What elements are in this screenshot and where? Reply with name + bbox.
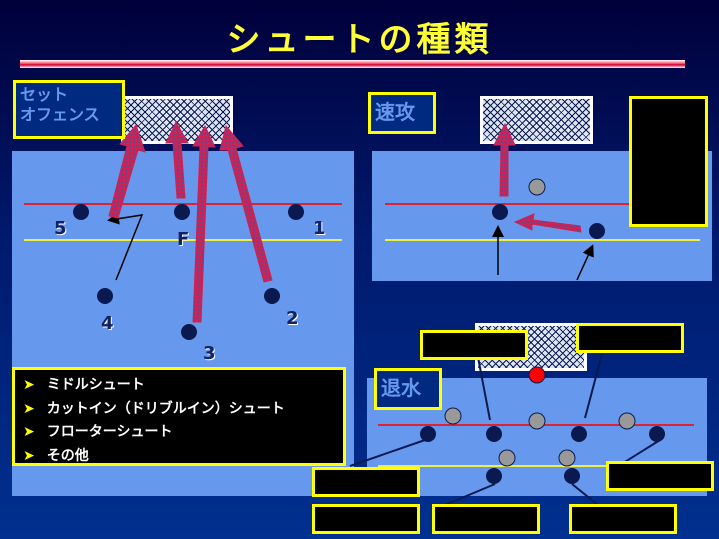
shot-arrow-2: [219, 124, 273, 283]
shot-arrow-3: [192, 124, 216, 323]
player-1: [288, 204, 304, 220]
label-retreat: 退水: [374, 368, 442, 410]
arrow-bullet-icon: ➤: [23, 400, 35, 417]
attacker-dark-5: [486, 468, 502, 484]
player-3: [181, 324, 197, 340]
defender-gray-5: [558, 449, 576, 467]
blank-box-bottom-1: [312, 504, 420, 534]
pass-line-4: [107, 212, 144, 281]
player-fast-wing: [589, 223, 605, 239]
player-2: [264, 288, 280, 304]
legend-item-label: フローターシュート: [46, 424, 173, 440]
blank-box-retreat-left: [312, 467, 420, 497]
connector-6: [571, 483, 599, 506]
shot-arrow-5: [108, 123, 146, 219]
connector-2: [584, 349, 604, 419]
defender-gray-2: [528, 412, 546, 430]
defender-gray-4: [498, 449, 516, 467]
player-number-F: F: [177, 229, 190, 250]
player-number-2: 2: [286, 308, 299, 329]
player-number-1: 1: [313, 218, 326, 239]
player-number-4: 4: [101, 313, 114, 334]
player-fast-defender: [528, 178, 546, 196]
arrow-bullet-icon: ➤: [23, 424, 35, 440]
blank-box-bottom-3: [569, 504, 677, 534]
attacker-dark-4: [649, 426, 665, 442]
legend-item: ➤ カットイン（ドリブルイン）シュート: [23, 398, 335, 422]
attacker-dark-6: [564, 468, 580, 484]
page-title: シュートの種類: [226, 20, 493, 60]
blank-box-fast-right: [629, 96, 708, 227]
shot-arrow-F: [165, 120, 189, 199]
player-5: [73, 204, 89, 220]
connector-3: [349, 439, 426, 467]
connector-1: [476, 351, 491, 421]
label-fast-break: 速攻: [368, 92, 436, 134]
defender-gray-3: [618, 412, 636, 430]
label-retreat-text: 退水: [381, 376, 421, 400]
arrow-bullet-icon: ➤: [23, 447, 35, 464]
player-4: [97, 288, 113, 304]
connector-5: [444, 483, 496, 506]
legend: ➤ ミドルシュート ➤ カットイン（ドリブルイン）シュート ➤ フローターシュート ➤…: [12, 367, 346, 466]
attacker-dark-3: [571, 426, 587, 442]
legend-item: ➤ ミドルシュート: [23, 374, 335, 398]
player-F: [174, 204, 190, 220]
player-number-3: 3: [203, 343, 216, 364]
legend-item-label: ミドルシュート: [46, 377, 145, 393]
blank-box-retreat-top-right: [576, 323, 684, 353]
shot-arrow-fast: [493, 122, 516, 197]
arrow-bullet-icon: ➤: [23, 377, 35, 393]
title-divider: [20, 60, 685, 68]
player-fast-attacker: [492, 204, 508, 220]
defender-gray-1: [444, 407, 462, 425]
legend-item: ➤ フローターシュート: [23, 421, 335, 445]
label-set-offense-line2: オフェンス: [20, 105, 100, 124]
legend-item-label: その他: [46, 447, 89, 464]
label-fast-break-text: 速攻: [375, 100, 415, 124]
label-set-offense: セット オフェンス: [13, 80, 125, 139]
player-number-5: 5: [54, 218, 67, 239]
legend-item: ➤ その他: [23, 445, 335, 469]
attacker-dark-2: [486, 426, 502, 442]
blank-box-retreat-top-left: [420, 330, 528, 360]
label-set-offense-line1: セット: [20, 85, 69, 104]
attacker-dark-1: [420, 426, 436, 442]
goal-set-offense: [121, 96, 233, 144]
goal-fast-break: [480, 96, 593, 144]
move-line-fast-2: [576, 244, 594, 281]
blank-box-bottom-2: [432, 504, 540, 534]
goalkeeper: [528, 366, 546, 384]
blank-box-retreat-right: [606, 461, 714, 491]
legend-item-label: カットイン（ドリブルイン）シュート: [46, 400, 285, 417]
pass-arrow-fast: [513, 213, 582, 233]
shot-arrows-set: [108, 120, 273, 323]
